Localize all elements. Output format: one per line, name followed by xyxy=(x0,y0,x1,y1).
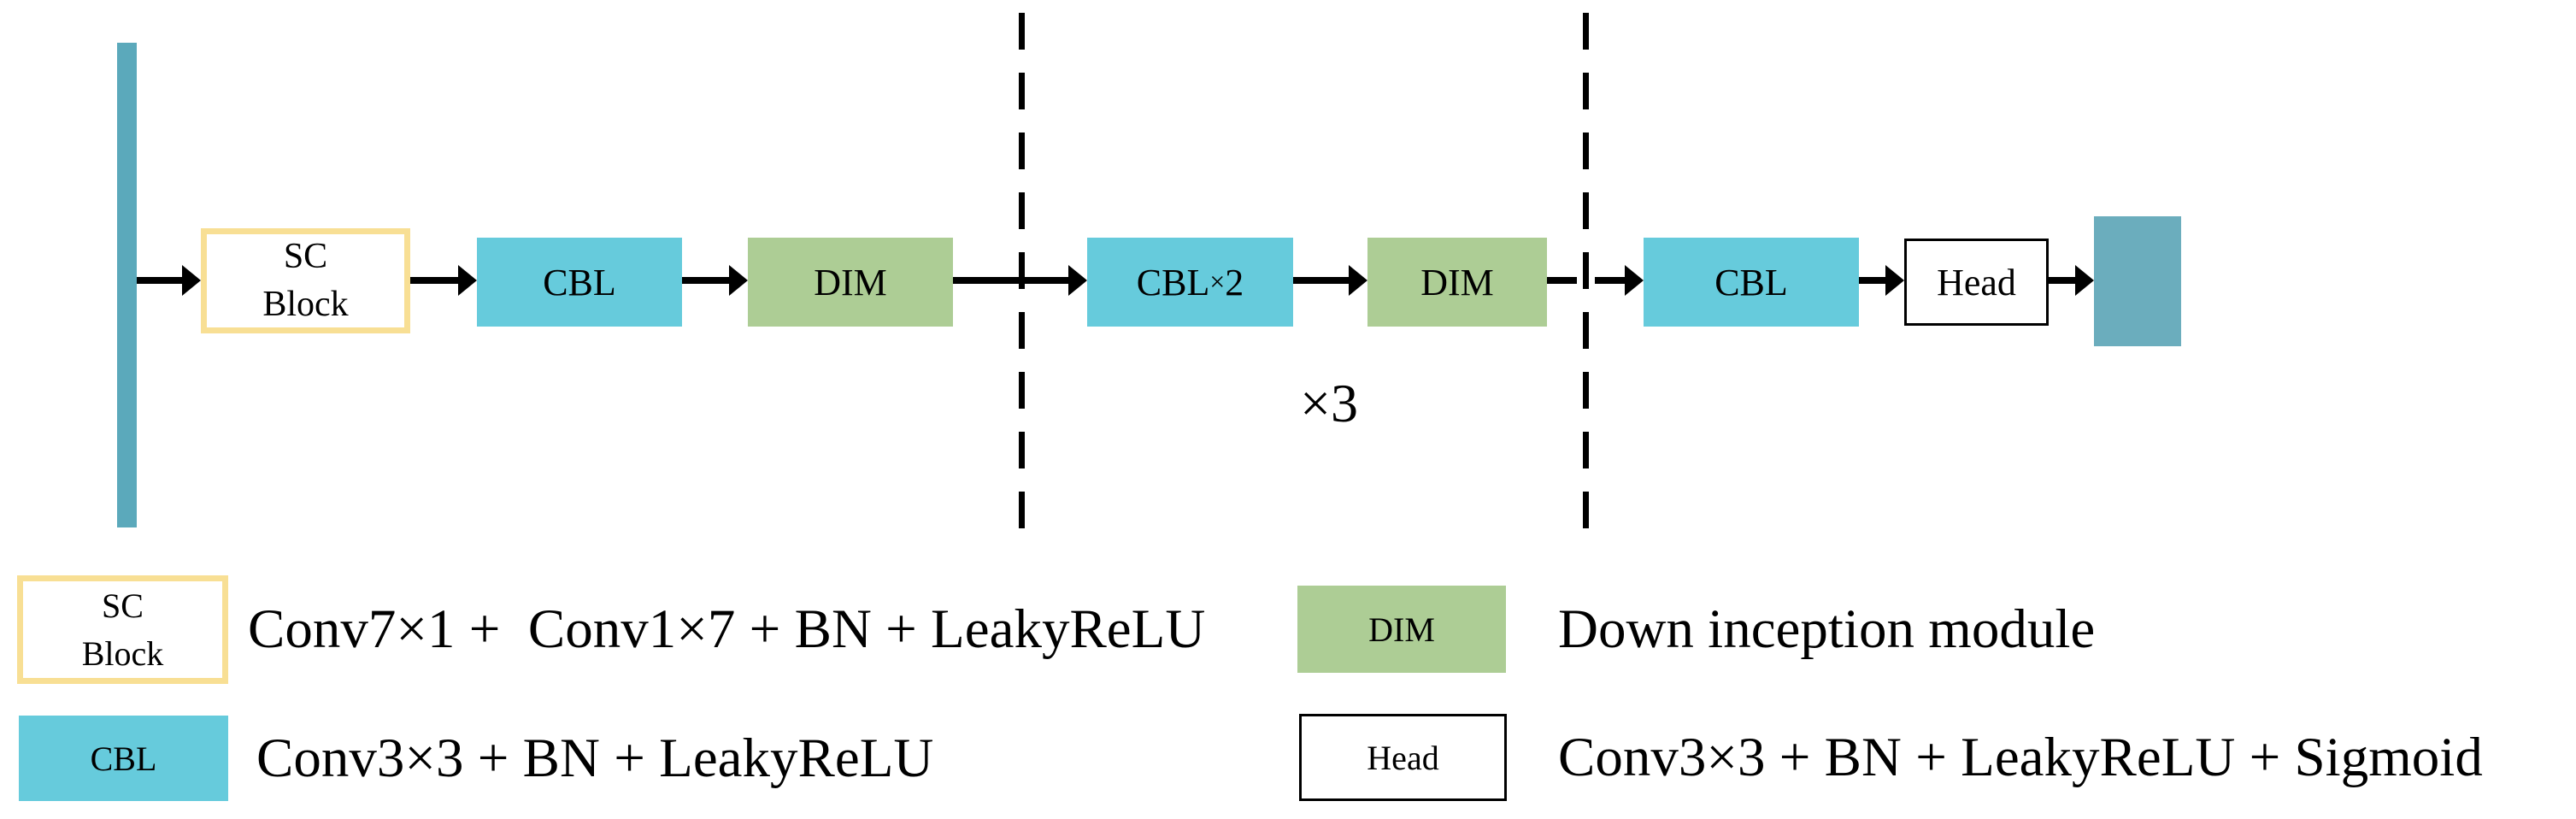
flow-line-segment xyxy=(1547,277,1577,284)
flow-arrow-line xyxy=(410,277,459,284)
node-sc-block-label-line2: Block xyxy=(262,284,349,324)
legend-swatch-dim: DIM xyxy=(1297,586,1506,673)
node-cbl-x2-base: CBL xyxy=(1136,261,1210,303)
node-cbl-3: CBL xyxy=(1644,238,1859,327)
flow-arrowhead-icon xyxy=(729,265,748,296)
node-cbl-x2: CBL×2 xyxy=(1087,238,1293,327)
flow-arrow-line xyxy=(1595,277,1626,284)
legend-swatch-sc-block: SC Block xyxy=(17,575,228,684)
legend-desc-sc-block: Conv7×1 + Conv1×7 + BN + LeakyReLU xyxy=(248,598,1206,660)
node-dim-1: DIM xyxy=(748,238,953,327)
flow-arrowhead-icon xyxy=(182,265,201,296)
flow-arrow-line xyxy=(1859,277,1886,284)
legend-desc-cbl: Conv3×3 + BN + LeakyReLU xyxy=(256,727,934,789)
node-sc-block: SC Block xyxy=(201,228,410,333)
stage-divider-dashed-line-2 xyxy=(1583,13,1589,550)
flow-arrowhead-icon xyxy=(1885,265,1904,296)
legend-sc-block-label-line2: Block xyxy=(81,633,164,673)
legend-swatch-head: Head xyxy=(1299,714,1507,801)
node-cbl-1: CBL xyxy=(477,238,682,327)
legend-sc-block-label-line1: SC xyxy=(102,586,144,626)
flow-arrow-line xyxy=(682,277,730,284)
legend-desc-head: Conv3×3 + BN + LeakyReLU + Sigmoid xyxy=(1558,726,2483,788)
output-feature-block xyxy=(2094,216,2181,346)
flow-arrowhead-icon xyxy=(1625,265,1644,296)
flow-arrowhead-icon xyxy=(1068,265,1087,296)
legend-swatch-cbl: CBL xyxy=(19,716,228,801)
flow-arrow-line xyxy=(953,277,1069,284)
node-dim-2: DIM xyxy=(1367,238,1547,327)
node-sc-block-label-line1: SC xyxy=(283,237,328,277)
repeat-times-label: ×3 xyxy=(1299,373,1359,433)
node-cbl-x2-count: 2 xyxy=(1225,261,1244,303)
flow-arrow-line xyxy=(2049,277,2076,284)
flow-arrowhead-icon xyxy=(458,265,477,296)
flow-arrow-line xyxy=(1293,277,1350,284)
stage-divider-dashed-line-1 xyxy=(1019,13,1025,550)
input-feature-bar xyxy=(117,43,137,527)
flow-arrowhead-icon xyxy=(1349,265,1367,296)
node-head: Head xyxy=(1904,239,2049,326)
flow-arrowhead-icon xyxy=(2075,265,2094,296)
legend-desc-dim: Down inception module xyxy=(1558,598,2096,660)
flow-arrow-line xyxy=(137,277,183,284)
